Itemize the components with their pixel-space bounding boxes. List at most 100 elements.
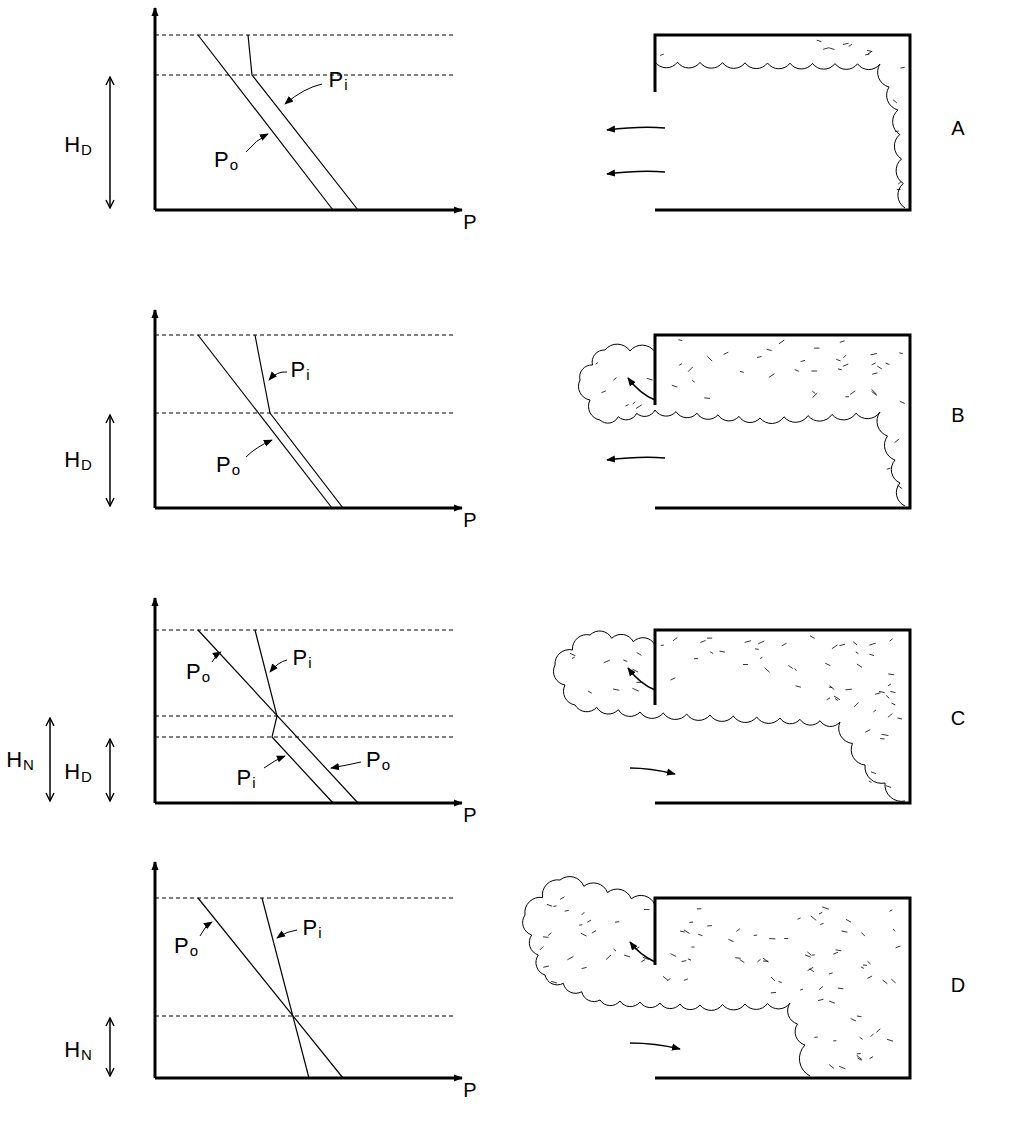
smoke-dash <box>842 931 848 932</box>
smoke-dash <box>877 366 882 369</box>
smoke-dash <box>760 657 762 659</box>
height-arrows <box>50 77 110 1076</box>
smoke-dash <box>626 405 629 407</box>
smoke-dash <box>567 956 573 959</box>
smoke-dash <box>553 905 556 907</box>
height-label: HD <box>64 760 92 785</box>
smoke-dash <box>856 652 859 654</box>
smoke-boundary <box>523 877 810 1076</box>
smoke-dash <box>592 931 596 934</box>
smoke-dash <box>614 949 617 951</box>
smoke-dash <box>684 930 690 934</box>
smoke-dash <box>540 946 544 950</box>
smoke-boundary <box>655 62 905 208</box>
smoke-dash <box>829 1065 834 1069</box>
label-leaders <box>200 84 361 938</box>
smoke-dash <box>740 960 745 963</box>
smoke-dash <box>857 664 862 667</box>
smoke-dash <box>867 976 872 978</box>
smoke-dash <box>779 982 782 983</box>
smoke-dash <box>758 959 761 962</box>
graph-axes <box>155 8 462 1078</box>
smoke-dash <box>812 954 815 955</box>
smoke-dash <box>757 357 762 358</box>
smoke-dash <box>641 960 645 962</box>
axis-label: P <box>463 1079 476 1101</box>
smoke-dash <box>582 967 587 968</box>
smoke-dash <box>707 925 712 926</box>
smoke-dash <box>579 924 582 926</box>
smoke-dash <box>829 973 833 974</box>
smoke-dash <box>893 100 897 103</box>
smoke-dash <box>679 364 682 366</box>
smoke-dash <box>548 933 551 936</box>
smoke-dash <box>868 961 871 964</box>
smoke-dash <box>692 380 695 382</box>
smoke-dash <box>861 967 864 968</box>
smoke-dash <box>872 389 877 394</box>
smoke-dash <box>886 696 889 699</box>
height-label: HD <box>64 448 92 473</box>
axis-label: P <box>463 211 476 233</box>
smoke-dash <box>891 979 895 983</box>
height-label: HN <box>64 1038 92 1063</box>
panel-letter: B <box>951 404 964 426</box>
smoke-dash <box>829 48 834 50</box>
smoke-dash <box>893 929 895 931</box>
smoke-dash <box>869 781 872 782</box>
smoke-dash <box>897 718 902 719</box>
smoke-dash <box>835 699 838 701</box>
pressure-label: Pi <box>290 358 309 383</box>
smoke-dash <box>805 955 811 957</box>
smoke-dash <box>814 1037 818 1038</box>
smoke-dash <box>888 673 894 675</box>
smoke-dash <box>763 958 769 962</box>
smoke-dash <box>694 658 698 659</box>
smoke-dash <box>830 686 835 690</box>
smoke-dash <box>812 391 815 393</box>
smoke-dash <box>794 669 796 671</box>
smoke-dash <box>892 703 896 705</box>
smoke-dash <box>614 378 617 381</box>
smoke-dash <box>839 1066 845 1069</box>
smoke-dash <box>720 651 725 652</box>
pressure-lines <box>198 35 358 1078</box>
smoke-dash <box>869 654 874 655</box>
smoke-dash <box>698 934 702 936</box>
smoke-dash <box>788 666 792 669</box>
smoke-dash <box>636 405 642 409</box>
smoke-dash <box>890 691 895 692</box>
smoke-dash <box>587 920 591 922</box>
smoke-dash <box>680 931 685 933</box>
smoke-dash <box>829 687 832 689</box>
pressure-label: Pi <box>328 68 347 93</box>
smoke-dash <box>860 1037 863 1039</box>
smoke-dash <box>691 947 694 948</box>
smoke-dash <box>836 359 840 361</box>
pressure-label: Po <box>186 660 210 685</box>
smoke-dash <box>682 960 687 962</box>
smoke-dash <box>779 340 784 344</box>
smoke-dash <box>890 910 893 912</box>
smoke-dash <box>843 355 846 358</box>
smoke-layer <box>523 62 905 1076</box>
smoke-dash <box>800 989 803 990</box>
smoke-dash <box>632 688 638 691</box>
smoke-dash <box>596 363 598 365</box>
smoke-dash <box>872 363 876 365</box>
smoke-dash <box>543 966 549 967</box>
smoke-dash <box>832 645 838 649</box>
smoke-dash <box>771 977 775 981</box>
smoke-dash <box>845 689 851 691</box>
smoke-dash <box>647 378 653 380</box>
smoke-dash <box>875 693 881 695</box>
smoke-boundary <box>578 344 905 506</box>
smoke-dash <box>887 1039 893 1041</box>
smoke-dash <box>811 371 817 372</box>
smoke-dash <box>867 50 872 51</box>
smoke-dash <box>736 929 740 932</box>
smoke-dash <box>623 660 627 661</box>
smoke-dash <box>886 786 891 788</box>
smoke-dash <box>895 439 900 443</box>
height-label: HD <box>64 133 92 158</box>
